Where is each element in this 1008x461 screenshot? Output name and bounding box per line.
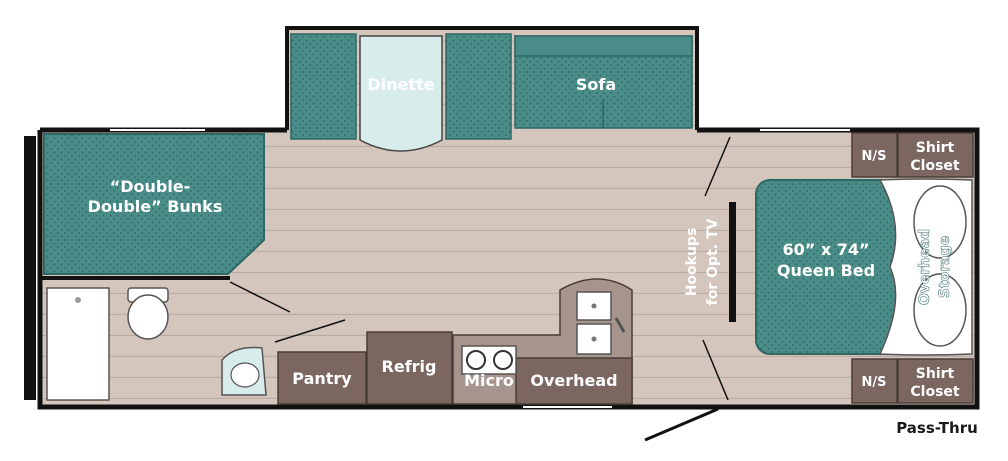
kitchen-faucet xyxy=(614,317,626,333)
burner-left xyxy=(466,350,486,370)
label-sofa: Sofa xyxy=(576,75,616,94)
ns-top xyxy=(851,132,898,178)
tv-mount xyxy=(729,202,736,322)
entry-door-swing-a xyxy=(702,339,729,401)
label-closet-top-2: Closet xyxy=(910,158,960,174)
bath-door-swing-2 xyxy=(274,319,346,343)
label-bed-2: Queen Bed xyxy=(777,261,875,280)
kitchen-drain-1 xyxy=(591,303,597,309)
label-bed-1: 60” x 74” xyxy=(782,240,869,259)
label-ns-top: N/S xyxy=(862,149,887,164)
dinette-bench-left xyxy=(290,33,357,140)
bunks xyxy=(43,133,265,275)
label-closet-top-1: Shirt xyxy=(916,140,955,156)
label-tv-1: Hookups xyxy=(684,228,700,297)
label-micro: Micro xyxy=(464,371,514,390)
label-closet-bottom-1: Shirt xyxy=(916,366,955,382)
overhead-cabinet xyxy=(515,357,633,405)
label-refrig: Refrig xyxy=(382,357,437,376)
bath-wall xyxy=(40,276,230,280)
front-wall-cap xyxy=(24,136,36,400)
label-storage-2: Storage xyxy=(937,236,953,298)
bathtub xyxy=(46,287,110,401)
toilet-bowl xyxy=(127,294,169,340)
label-pass-thru: Pass-Thru xyxy=(896,419,978,437)
refrig xyxy=(366,331,453,405)
label-overhead: Overhead xyxy=(530,371,617,390)
bathtub-drain xyxy=(75,297,81,303)
label-pantry: Pantry xyxy=(292,369,352,388)
sofa-back xyxy=(514,35,693,57)
kitchen-drain-2 xyxy=(591,336,597,342)
storage-bin-bottom xyxy=(913,273,967,347)
bath-sink-basin xyxy=(230,362,260,388)
label-ns-bottom: N/S xyxy=(862,375,887,390)
entry-door xyxy=(644,407,719,442)
storage-bin-top xyxy=(913,185,967,259)
entry-door-swing-b xyxy=(704,136,731,197)
label-dinette: Dinette xyxy=(367,75,434,94)
pantry xyxy=(277,351,367,405)
dinette-bench-right xyxy=(445,33,512,140)
shirt-closet-bottom xyxy=(897,358,974,404)
shirt-closet-top xyxy=(897,132,974,178)
label-closet-bottom-2: Closet xyxy=(910,384,960,400)
label-storage-1: Overhead xyxy=(917,229,933,305)
ns-bottom xyxy=(851,358,898,404)
bath-door-swing xyxy=(229,281,291,313)
dinette-table xyxy=(359,35,443,152)
burner-right xyxy=(493,350,513,370)
label-tv-2: for Opt. TV xyxy=(705,218,721,305)
cooktop xyxy=(461,345,517,375)
label-bunks-2: Double” Bunks xyxy=(88,197,223,216)
label-bunks-1: “Double- xyxy=(110,177,191,196)
